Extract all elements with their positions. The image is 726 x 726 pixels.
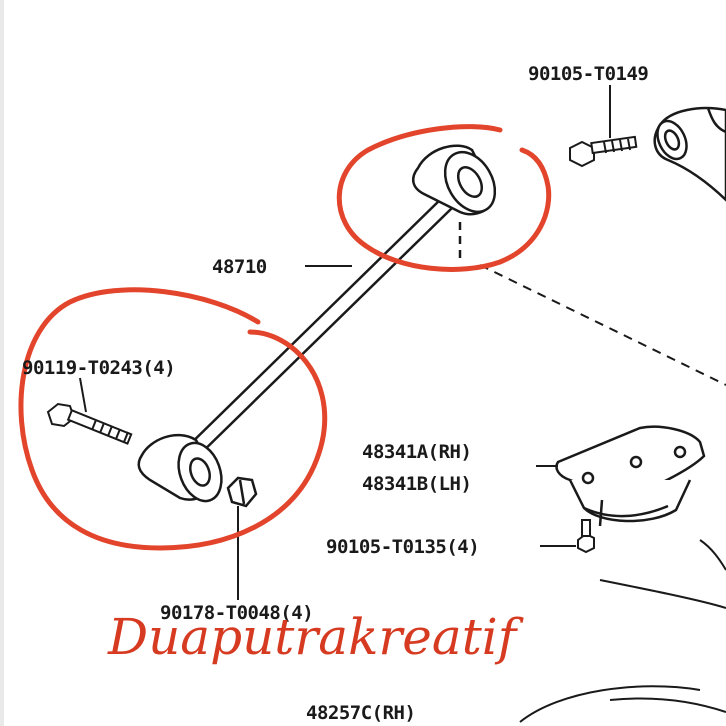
scan-edge [0, 0, 4, 726]
bushing-icon-lower [137, 433, 223, 503]
rod-shaft [177, 195, 453, 463]
bolt-icon-left [46, 402, 133, 445]
label-bolt-bracket: 90105-T0135(4) [326, 536, 479, 558]
bolt-icon-top-right [569, 135, 638, 168]
watermark-text: Duaputrakreatif [107, 608, 524, 666]
highlight-circle-lower [18, 287, 328, 551]
label-bolt-left: 90119-T0243(4) [22, 357, 175, 379]
label-nut: 90178-T0048(4) [160, 602, 313, 624]
bolt-icon-bracket [577, 519, 595, 554]
leader-left-bolt [79, 377, 87, 413]
guide-dash-2 [479, 264, 726, 386]
nut-icon [226, 476, 258, 508]
bushing-icon-upper [411, 144, 497, 216]
label-rod: 48710 [212, 256, 267, 278]
bracket-icon [555, 425, 706, 527]
label-bracket-rh: 48341A(RH) [362, 441, 471, 463]
label-bracket-lh: 48341B(LH) [362, 473, 471, 495]
label-part-bottom: 48257C(RH) [306, 702, 415, 724]
highlight-circle-upper [336, 124, 552, 272]
chassis-lines [519, 539, 726, 723]
label-bolt-top-right: 90105-T0149 [528, 63, 648, 85]
arm-icon-top-right [653, 106, 726, 202]
